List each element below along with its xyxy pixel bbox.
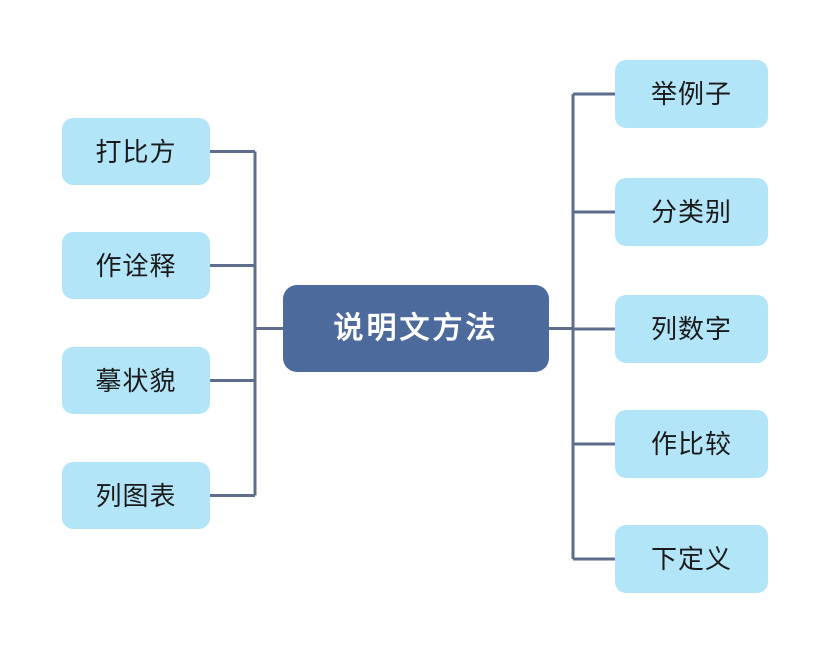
node-label: 列图表 xyxy=(95,480,177,511)
node-label: 下定义 xyxy=(650,544,732,574)
node-label: 分类别 xyxy=(650,197,732,227)
left-node-4[interactable]: 列图表 xyxy=(62,462,210,529)
left-node-1[interactable]: 打比方 xyxy=(62,118,210,185)
right-node-2[interactable]: 分类别 xyxy=(615,178,768,246)
node-label: 列数字 xyxy=(650,314,732,344)
right-node-5[interactable]: 下定义 xyxy=(615,525,768,593)
node-label: 举例子 xyxy=(650,79,732,109)
node-label: 摹状貌 xyxy=(95,365,177,396)
node-label: 打比方 xyxy=(95,136,177,167)
left-node-2[interactable]: 作诠释 xyxy=(62,232,210,299)
node-label: 作诠释 xyxy=(95,250,177,281)
node-label: 说明文方法 xyxy=(333,311,499,345)
right-node-1[interactable]: 举例子 xyxy=(615,60,768,128)
node-label: 作比较 xyxy=(650,429,732,459)
left-node-3[interactable]: 摹状貌 xyxy=(62,347,210,414)
right-node-4[interactable]: 作比较 xyxy=(615,410,768,478)
center-node[interactable]: 说明文方法 xyxy=(283,285,549,372)
right-node-3[interactable]: 列数字 xyxy=(615,295,768,363)
